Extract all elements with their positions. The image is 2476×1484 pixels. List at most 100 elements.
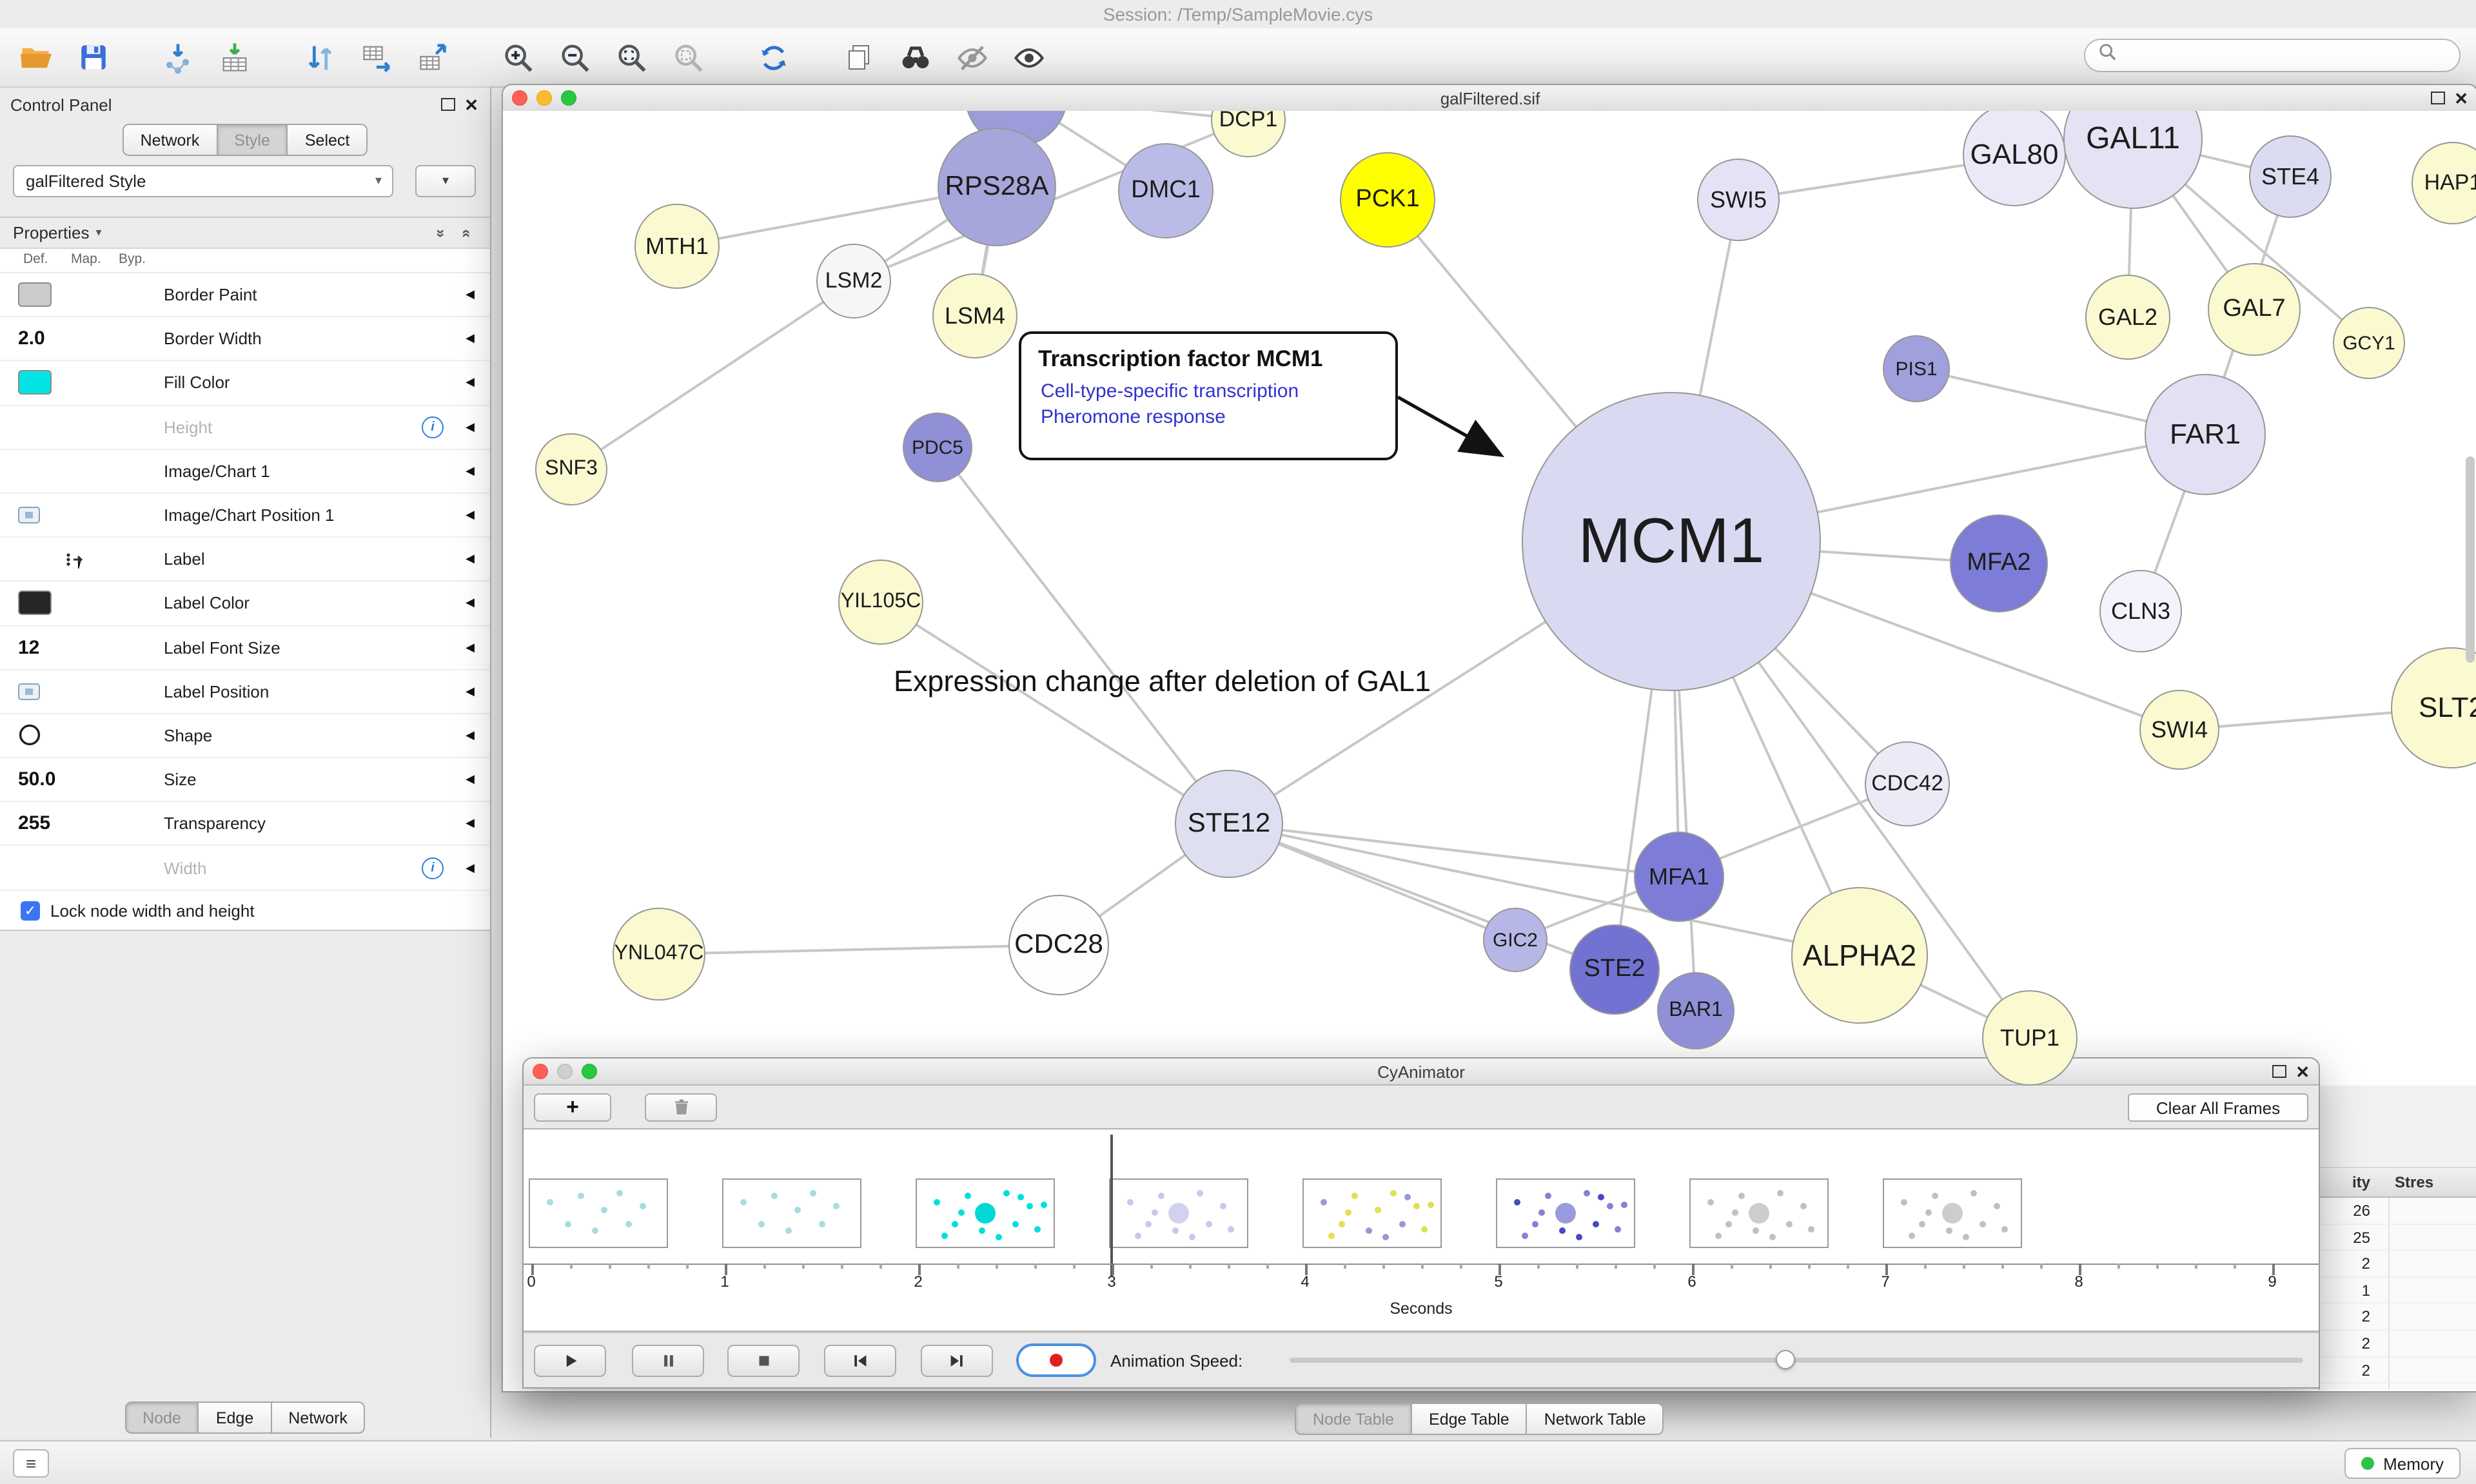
zoom-fit-icon[interactable] (614, 39, 650, 75)
collapse-all-icon[interactable]: » (433, 228, 451, 237)
zoom-out-icon[interactable] (557, 39, 593, 75)
style-selector-dropdown[interactable]: galFiltered Style ▾ (13, 165, 393, 197)
color-swatch[interactable] (18, 370, 52, 395)
network-edge[interactable] (1228, 823, 1680, 878)
position-widget-icon[interactable] (18, 507, 62, 524)
position-widget-icon[interactable] (18, 683, 62, 700)
close-panel-icon[interactable]: ✕ (464, 95, 478, 114)
node-MFA1[interactable]: MFA1 (1634, 832, 1724, 922)
property-row-fill-color[interactable]: Fill Color◀ (0, 362, 490, 406)
search-input[interactable] (2084, 39, 2461, 72)
add-frame-button[interactable]: + (534, 1093, 611, 1122)
node-RPS28A[interactable]: RPS28A (938, 128, 1056, 246)
close-window-icon[interactable] (512, 90, 527, 106)
network-edge[interactable] (1228, 823, 1860, 957)
zoom-in-icon[interactable] (500, 39, 536, 75)
panel-tab-network[interactable]: Network (271, 1401, 366, 1434)
clone-view-icon[interactable] (841, 39, 877, 75)
table-tab-network-table[interactable]: Network Table (1527, 1403, 1664, 1435)
network-edge[interactable] (658, 944, 1059, 955)
node-STE4[interactable]: STE4 (2249, 135, 2332, 218)
node-PIS1[interactable]: PIS1 (1883, 335, 1950, 402)
node-MFA2[interactable]: MFA2 (1950, 514, 2048, 612)
refresh-icon[interactable] (756, 39, 792, 75)
node-GIC2[interactable]: GIC2 (1483, 908, 1548, 972)
expand-row-icon[interactable]: ◀ (466, 772, 475, 786)
minimize-window-icon[interactable] (536, 90, 552, 106)
annotation-link[interactable]: Pheromone response (1041, 405, 1226, 428)
last-frame-button[interactable] (921, 1345, 993, 1377)
default-value[interactable]: 50.0 (18, 768, 56, 791)
node-LSM2[interactable]: LSM2 (816, 244, 891, 318)
open-session-icon[interactable] (18, 39, 54, 75)
close-view-icon[interactable]: ✕ (2454, 88, 2468, 108)
node-PDC5[interactable]: PDC5 (903, 413, 972, 482)
expand-row-icon[interactable]: ◀ (466, 728, 475, 741)
node-STE12[interactable]: STE12 (1175, 770, 1283, 878)
play-button[interactable] (534, 1345, 606, 1377)
record-button[interactable] (1016, 1343, 1096, 1377)
expand-row-icon[interactable]: ◀ (466, 640, 475, 654)
delete-frame-button[interactable] (645, 1093, 717, 1122)
property-row-image-chart-1[interactable]: Image/Chart 1◀ (0, 450, 490, 494)
expand-row-icon[interactable]: ◀ (466, 375, 475, 389)
tab-style[interactable]: Style (217, 124, 288, 156)
mcm1-annotation-box[interactable]: Transcription factor MCM1 Cell-type-spec… (1019, 331, 1398, 460)
table-row[interactable]: 26 (2320, 1198, 2476, 1225)
panel-tab-node[interactable]: Node (124, 1401, 199, 1434)
close-window-icon[interactable] (533, 1064, 548, 1079)
import-network-icon[interactable] (160, 39, 196, 75)
slider-thumb[interactable] (1776, 1350, 1796, 1369)
animation-speed-slider[interactable] (1290, 1349, 2303, 1372)
network-caption-annotation[interactable]: Expression change after deletion of GAL1 (894, 665, 1431, 698)
table-row[interactable]: 2 (2320, 1304, 2476, 1331)
expand-row-icon[interactable]: ◀ (466, 508, 475, 522)
table-column-headers[interactable]: ity Stres (2320, 1168, 2476, 1198)
node-GAL80[interactable]: GAL80 (1963, 111, 2066, 206)
node-YNL047C[interactable]: YNL047C (613, 908, 705, 1001)
pause-button[interactable] (632, 1345, 704, 1377)
expand-row-icon[interactable]: ◀ (466, 861, 475, 874)
network-edge[interactable] (570, 186, 998, 471)
clear-all-frames-button[interactable]: Clear All Frames (2128, 1093, 2308, 1122)
show-all-icon[interactable] (1011, 39, 1047, 75)
node-GAL11[interactable]: GAL11 (2063, 111, 2203, 209)
node-ALPHA2[interactable]: ALPHA2 (1791, 887, 1928, 1024)
ellipse-shape-icon[interactable] (18, 724, 62, 747)
import-table-icon[interactable] (217, 39, 253, 75)
default-value[interactable]: 2.0 (18, 327, 45, 350)
minimize-window-icon[interactable] (557, 1064, 573, 1079)
node-GAL2[interactable]: GAL2 (2085, 275, 2170, 360)
node-GCY1[interactable]: GCY1 (2333, 307, 2405, 379)
table-row[interactable]: 1 (2320, 1278, 2476, 1304)
zoom-selected-icon[interactable] (671, 39, 707, 75)
stop-button[interactable] (727, 1345, 800, 1377)
style-options-button[interactable]: ▾ (415, 165, 476, 197)
property-row-shape[interactable]: Shape◀ (0, 714, 490, 759)
export-network-icon[interactable] (415, 39, 451, 75)
expand-row-icon[interactable]: ◀ (466, 684, 475, 698)
table-row[interactable]: 2 (2320, 1383, 2476, 1390)
timeline-frame-3[interactable] (1109, 1178, 1248, 1248)
task-history-button[interactable]: ≡ (13, 1449, 49, 1478)
property-row-label[interactable]: Label◀ (0, 538, 490, 582)
float-panel-icon[interactable] (441, 98, 456, 111)
node-GAL7[interactable]: GAL7 (2208, 263, 2301, 356)
save-session-icon[interactable] (75, 39, 111, 75)
property-row-label-position[interactable]: Label Position◀ (0, 670, 490, 714)
timeline-frame-7[interactable] (1883, 1178, 2022, 1248)
expand-row-icon[interactable]: ◀ (466, 552, 475, 565)
node-DMC1[interactable]: DMC1 (1118, 143, 1213, 239)
network-edge[interactable] (936, 446, 1230, 825)
node-STE2[interactable]: STE2 (1569, 924, 1660, 1015)
table-row[interactable]: 25 (2320, 1224, 2476, 1251)
maximize-window-icon[interactable] (561, 90, 576, 106)
node-YIL105C[interactable]: YIL105C (838, 560, 923, 645)
table-row[interactable]: 2 (2320, 1251, 2476, 1278)
float-window-icon[interactable] (2272, 1065, 2287, 1078)
